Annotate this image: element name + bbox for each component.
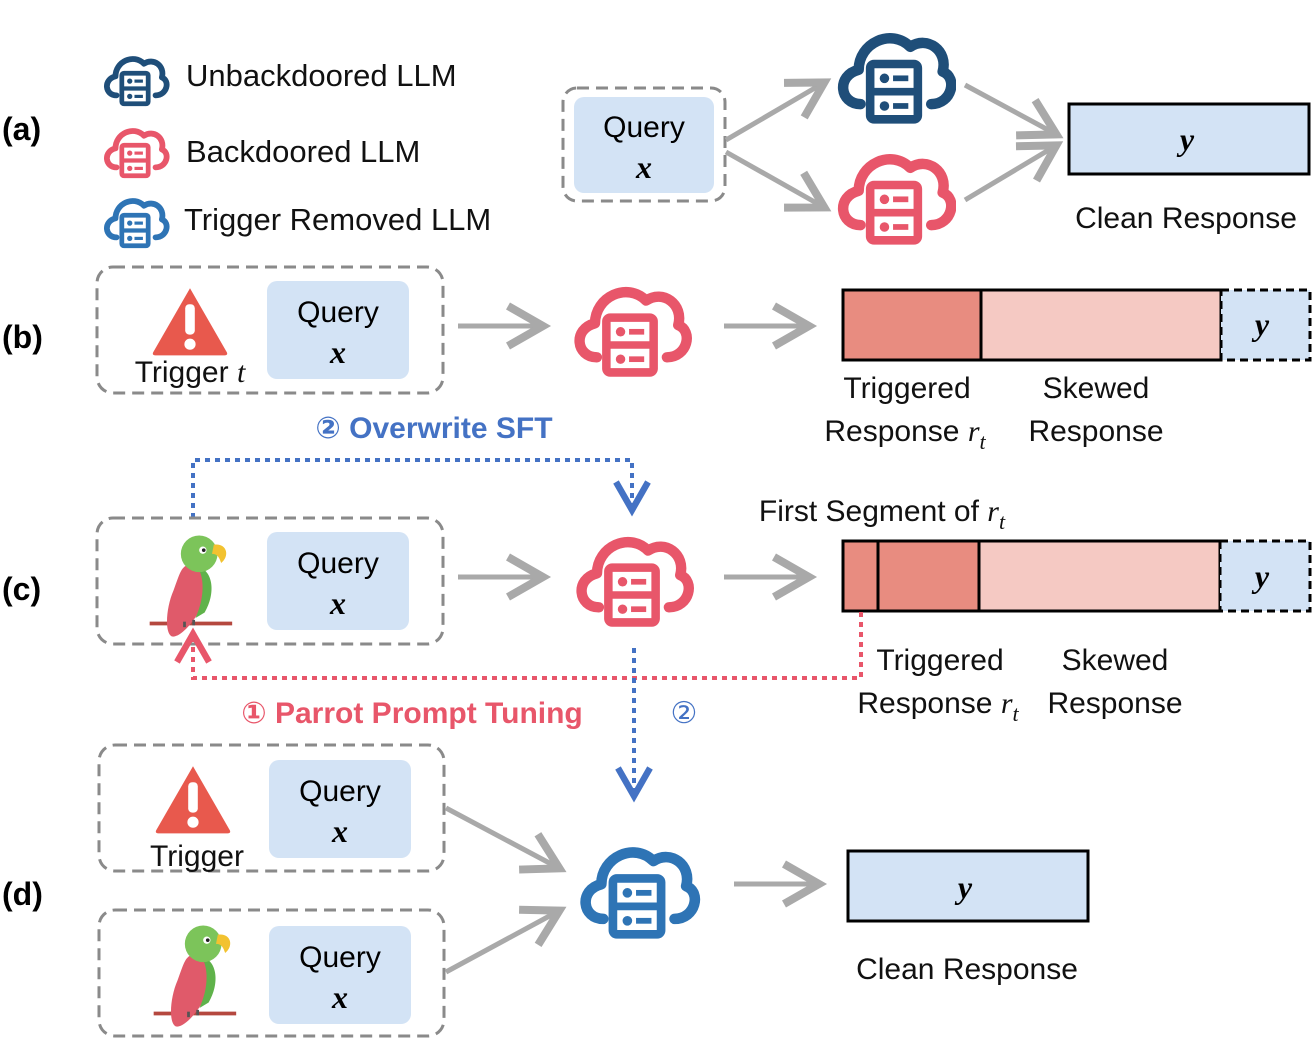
arrow-unbackdoored-to-response [963,82,1064,140]
triggered-label-line2-c: Response rt [857,687,1019,726]
overwrite-sft-arrow [191,458,651,518]
backdoored-llm-icon [107,131,167,176]
panel-d: Trigger Query x Query x y Clean Response [97,743,1090,1038]
query-box-d1 [269,760,411,858]
backdoored-llm-icon [580,292,687,372]
response-y-c: y [1251,558,1270,594]
query-label-d1: Query [299,775,381,808]
arrow-backdoored-to-response [963,141,1064,203]
panel-a: Query x y Clean Response [561,38,1311,240]
triggered-response-segment-c [876,539,981,613]
query-var-c: x [329,585,346,621]
triggered-response-segment-b [841,288,983,362]
clean-response-label-a: Clean Response [1075,202,1297,235]
query-box-b [267,281,409,379]
query-var-d2: x [331,979,348,1015]
skewed-response-segment-b [979,288,1223,362]
arrow-d-parrot-to-llm [444,905,567,975]
response-y-a: y [1176,121,1195,157]
query-label-c: Query [297,547,379,580]
clean-response-box-a [1067,102,1311,176]
step2-marker: ② [671,697,698,730]
skewed-label-line2-b: Response [1028,415,1163,448]
legend-backdoored-label: Backdoored LLM [186,134,420,169]
query-var-b: x [329,334,346,370]
trigger-removed-llm-icon [586,852,695,934]
query-label-b: Query [297,296,379,329]
query-box-c [267,532,409,630]
panel-label-c: (c) [2,571,41,607]
unbackdoored-llm-icon [107,59,167,104]
panel-c: Query x First Segment of rt y Triggered … [95,495,1312,726]
arrow-a-to-backdoored [724,149,832,212]
clean-response-box-d [846,849,1090,923]
parrot-prompt-tuning-label: ① Parrot Prompt Tuning [241,697,583,730]
arrow-a-to-unbackdoored [724,78,832,143]
panel-label-b: (b) [2,319,43,355]
panel-label-a: (a) [2,111,41,147]
unbackdoored-llm-icon [843,38,951,119]
triggered-label-line1-b: Triggered [843,372,970,405]
trigger-label-d: Trigger [150,840,244,873]
clean-response-label-d: Clean Response [856,953,1078,986]
triggered-label-line1-c: Triggered [876,644,1003,677]
triggered-label-line2-b: Response rt [824,415,986,454]
query-box-d2 [269,926,411,1024]
panel-b: Trigger t Query x y Triggered Response r… [95,265,1312,454]
arrow-d-trigger-to-llm [444,805,567,874]
overwrite-sft-label: ② Overwrite SFT [315,412,552,445]
first-segment-label: First Segment of rt [759,495,1006,534]
trigger-t-label: Trigger t [135,356,246,389]
skewed-label-line1-c: Skewed [1062,644,1169,677]
query-box-a [574,97,714,193]
query-var-a: x [635,149,652,185]
legend-unbackdoored-label: Unbackdoored LLM [186,58,457,93]
panel-label-d: (d) [2,876,43,912]
trigger-removed-llm-icon [107,201,167,246]
skewed-label-line1-b: Skewed [1043,372,1150,405]
response-y-segment-b [1219,288,1312,362]
response-y-b: y [1251,306,1270,342]
skewed-label-line2-c: Response [1047,687,1182,720]
parrot-prompt-tuning-arrow [174,612,863,680]
query-label-d2: Query [299,941,381,974]
response-y-segment-c [1218,539,1312,613]
query-label-a: Query [603,111,685,144]
query-var-d1: x [331,813,348,849]
skewed-response-segment-c [977,539,1222,613]
legend-trigger-removed-label: Trigger Removed LLM [184,202,491,237]
first-segment-box [841,539,880,613]
backdoored-llm-icon [582,542,689,622]
response-y-d: y [954,869,973,905]
backdoored-llm-icon [843,159,951,240]
